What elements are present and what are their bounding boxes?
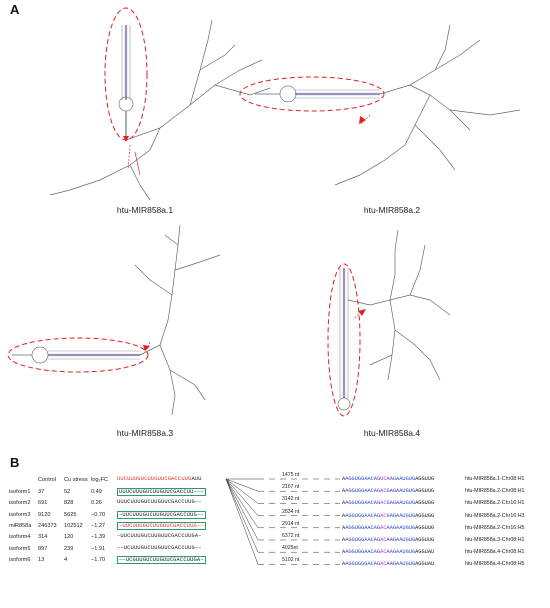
target-distance: 3142 nt (282, 496, 300, 503)
log2fc-value: −1.91 (91, 545, 106, 552)
isoform-sequence: –UUCUUUGUCUUGUUCGACCUUGA– (117, 533, 202, 540)
target-name: htu-MIR858a.4-Chr08:H1 (465, 549, 525, 556)
isoform-name: isoform5 (9, 545, 31, 552)
target-name: htu-MIR858a.2-Chr16:H5 (465, 524, 525, 531)
target-distance: 2834 nt (282, 508, 300, 515)
target-distance: 5102 nt (282, 557, 300, 564)
target-sequence: AAGGUGGAACAGACGAGAAUGUGAGGUUG (342, 488, 435, 495)
mature-sequence: UUCUUUGUCUUGUUCGACCUUGAUU (117, 476, 202, 482)
structure-label-4: htu-MIR858a.4 (363, 428, 421, 438)
target-name: htu-MIR858a.1-Chr08:H1 (465, 476, 525, 482)
header-log2fc: log₂FC (91, 477, 109, 483)
isoform-name: isoform1 (9, 489, 31, 495)
connector-line (225, 478, 259, 516)
log2fc-value: −1.70 (91, 556, 106, 563)
connector-line (225, 478, 259, 528)
isoform-sequence: –UUCUUUGUCUUGUUCGACCUUG–– (117, 521, 206, 530)
target-sequence: AAGGUGGAACAGACGAGAAUGUGAGGUGG (342, 512, 435, 519)
structure-3 (12, 224, 221, 416)
connector-line (225, 478, 259, 541)
cu-count: 828 (64, 500, 74, 507)
isoform-sequence: ––UCGUUGUCUUGUUCGACCUUGA– (117, 555, 206, 564)
connector-line (225, 478, 259, 553)
highlight-ellipse-1 (104, 7, 148, 141)
control-count: 9120 (38, 511, 51, 518)
isoform-name: isoform2 (9, 500, 31, 507)
target-name: htu-MIR858a.3-Chr08:H1 (465, 537, 525, 543)
structure-label-3: htu-MIR858a.3 (116, 428, 174, 438)
rna-structures-panel (7, 7, 521, 417)
control-count: 37 (38, 489, 45, 495)
target-sequence: AAGGUGGAACAGACGAGAAUGUGAGGUGG (342, 500, 435, 507)
log2fc-value: 0.26 (91, 500, 102, 507)
isoform-name: isoform6 (9, 556, 31, 563)
target-name: htu-MIR858a.2-Chr16:H1 (465, 500, 525, 507)
isoform-sequence: ––UCUUUGUCUUGUUCGACCUUG–– (117, 544, 202, 551)
control-count: 246373 (38, 522, 57, 529)
target-name: htu-MIR858a.2-Chr08:H1 (465, 488, 525, 495)
control-count: 314 (38, 534, 48, 541)
target-name: htu-MIR858a.4-Chr08:H5 (465, 561, 525, 568)
isoform-name: isoform3 (9, 511, 31, 518)
cu-count: 239 (64, 545, 74, 552)
target-distance: 4025nt (282, 545, 298, 552)
header-cu-stress: Cu stress (64, 477, 88, 483)
control-count: 897 (38, 545, 48, 552)
header-control: Control (38, 477, 57, 483)
highlight-ellipse-3 (7, 337, 149, 373)
highlight-ellipse-2 (239, 76, 385, 112)
structure-2 (255, 24, 521, 186)
log2fc-value: −1.39 (91, 534, 106, 541)
control-count: 691 (38, 500, 48, 507)
isoform-sequence: UUUCUUUGUCUUGUUCGACCUU––– (117, 488, 206, 496)
control-count: 13 (38, 556, 45, 563)
connector-line (225, 478, 259, 492)
log2fc-value: −1.27 (91, 522, 106, 529)
isoform-name: miR858a (9, 522, 32, 529)
target-distance: 2167 nt (282, 484, 300, 491)
target-sequence: AAGGUGGAACAGACAAGAAUGUGAGGUUG (342, 537, 435, 543)
highlight-ellipse-4 (327, 263, 361, 417)
structure-label-2: htu-MIR858a.2 (363, 205, 421, 215)
target-sequence: AAGGUGGAACAGACAAGAAUGUGAGGUAU (342, 549, 435, 556)
panel-label-a: A (10, 2, 20, 17)
connector-line (225, 478, 259, 565)
target-sequence: AAGGUGGAACAGUCAAGAAUGUGAGGUUG (342, 476, 435, 482)
target-distance: 1475 nt (282, 472, 300, 478)
target-distance: 6372 nt (282, 533, 300, 539)
structure-1 (49, 19, 271, 201)
isoform-sequence: –UUCUUUGUCUUGUUCGACCUUG–– (117, 510, 206, 519)
target-name: htu-MIR858a.2-Chr16:H3 (465, 512, 525, 519)
isoform-sequence: UUUCUUUGUCUUGUUCGACCUUG–– (117, 499, 202, 506)
cu-count: 5625 (64, 511, 77, 518)
cu-count: 120 (64, 534, 74, 541)
structure-label-1: htu-MIR858a.1 (116, 205, 174, 215)
log2fc-value: 0.49 (91, 489, 102, 495)
connector-line (225, 478, 259, 504)
isoform-name: isoform4 (9, 534, 31, 541)
panel-label-b: B (10, 455, 20, 470)
target-sequence: AAGGUGGGACAGACAAGAAUGUGAGGUAU (342, 561, 435, 568)
structure-4 (337, 229, 451, 411)
log2fc-value: −0.70 (91, 511, 106, 518)
target-sequence: AAGGUGGAACAGACAAGAAUGUGAGGUUG (342, 524, 435, 531)
cu-count: 4 (64, 556, 68, 563)
target-distance: 2914 nt (282, 520, 300, 527)
cu-count: 52 (64, 489, 71, 495)
cu-count: 102512 (64, 522, 83, 529)
